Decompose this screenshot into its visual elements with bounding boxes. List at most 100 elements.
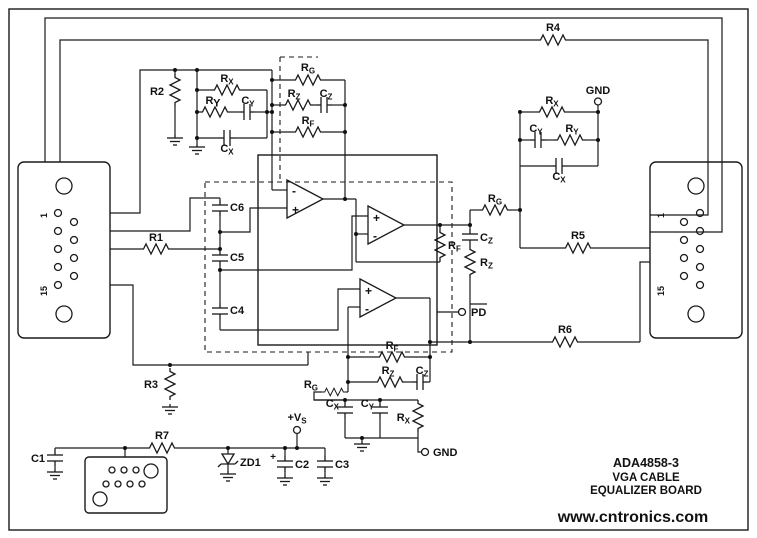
gnd-symbol-c3 [316,474,334,486]
gnd-symbol-r2 [166,134,184,146]
cap-C1 [46,449,64,467]
cap-C4 [211,302,229,320]
cap-CY-bottom [371,401,389,419]
label-pd: PD [471,307,486,319]
label-ry-topright: RY [565,123,579,137]
label-c3: C3 [335,459,349,471]
wires [44,17,723,475]
title-line1: ADA4858-3 [613,456,679,470]
label-r1: R1 [149,232,163,244]
label-rf-top: RF [302,115,315,129]
label-cy-bottom: CY [361,398,375,412]
label-cy-topright: CY [529,123,543,137]
ground-symbols [46,134,371,486]
ic-inner-box [257,154,438,346]
resistor-R6 [548,336,582,348]
pd-terminal [457,307,467,317]
cap-C2 [276,455,294,473]
resistor-RG-bottom [321,387,347,397]
right-vga-connector: 1 15 [649,161,743,339]
label-cy-topleft: CY [241,95,255,109]
opamp2-plus: + [373,211,380,225]
label-rg-top: RG [301,62,315,76]
label-zd1: ZD1 [240,457,261,469]
component-labels: R4 R2 R1 R3 R5 R6 R7 C1 C2 C3 C4 C5 C6 Z… [31,22,610,471]
resistor-R1 [139,243,173,255]
label-r2: R2 [150,86,164,98]
power-connector [84,456,168,514]
label-c6: C6 [230,202,244,214]
opamp-3: + - [359,277,398,319]
label-cx-bottom: CX [326,398,340,412]
label-c5: C5 [230,252,244,264]
resistor-R5 [561,242,595,254]
label-rz-mid: RZ [480,257,493,271]
gnd-symbol-c1 [46,468,64,480]
resistor-RY-topright [553,134,587,146]
label-rz-top: RZ [288,88,301,102]
resistor-RZ-bottom [373,376,407,388]
label-gnd-topright: GND [586,85,611,97]
right-pin1-label: 1 [656,213,666,218]
resistor-RX-topright [535,106,569,118]
opamp3-minus: - [365,302,369,316]
resistor-R2 [169,73,181,107]
resistor-RX-bottom [412,399,424,433]
cap-C5 [211,249,229,267]
resistor-RG-mid [478,204,512,216]
label-r6: R6 [558,324,572,336]
cap-CX-bottom [336,401,354,419]
right-pin15-label: 15 [656,286,666,296]
resistor-RX-topleft [210,84,244,96]
label-r7: R7 [155,430,169,442]
left-pin1-label: 1 [39,213,49,218]
label-c1: C1 [31,453,45,465]
right-connector-pins [679,208,705,290]
zener-ZD1 [217,453,239,468]
junction-dots [123,68,600,450]
label-c4: C4 [230,305,245,317]
opamp-1: - + [286,178,325,220]
resistor-R4 [536,34,570,46]
gnd-terminal-bottom [420,447,430,457]
label-rx-topright: RX [545,95,559,109]
gnd-terminal-topright [593,97,603,106]
label-c2: C2 [295,459,309,471]
resistor-RG-top [291,74,325,86]
cap-C6 [211,199,229,217]
resistor-R7 [145,442,179,454]
title-line2: VGA CABLE [612,472,680,484]
title-block: ADA4858-3 VGA CABLE EQUALIZER BOARD [590,456,702,497]
opamp1-minus: - [292,184,296,198]
label-rg-bottom: RG [304,379,318,393]
label-r5: R5 [571,230,585,242]
label-rx-bottom: RX [397,412,411,426]
label-rz-bottom: RZ [382,365,395,379]
label-cz-bottom: CZ [416,365,429,379]
opamp3-plus: + [365,284,372,298]
vs-terminal [292,425,302,435]
gnd-symbol-r3 [161,403,179,415]
label-cx-topleft: CX [220,143,234,157]
opamp2-minus: - [373,229,377,243]
label-cz-top: CZ [320,88,333,102]
resistor-RZ-mid [464,245,476,279]
ic-dashed-outline [204,181,453,353]
label-rx-topleft: RX [220,73,234,87]
page-border [8,8,749,531]
label-gnd-bottom: GND [433,447,458,459]
left-vga-connector: 1 15 [17,161,111,339]
label-ry-topleft: RY [206,95,222,110]
cap-C3 [316,455,334,473]
left-connector-pins [53,208,79,290]
resistor-RF-top [291,126,325,138]
label-cz-mid: CZ [480,232,493,246]
label-vs: +VS [287,412,307,426]
opamp-2: + - [367,204,406,246]
gnd-symbol-bottom-net [353,440,371,452]
opamp1-plus: + [292,203,299,217]
cap-CZ-mid [461,228,479,246]
label-c2-plus: + [270,452,276,463]
